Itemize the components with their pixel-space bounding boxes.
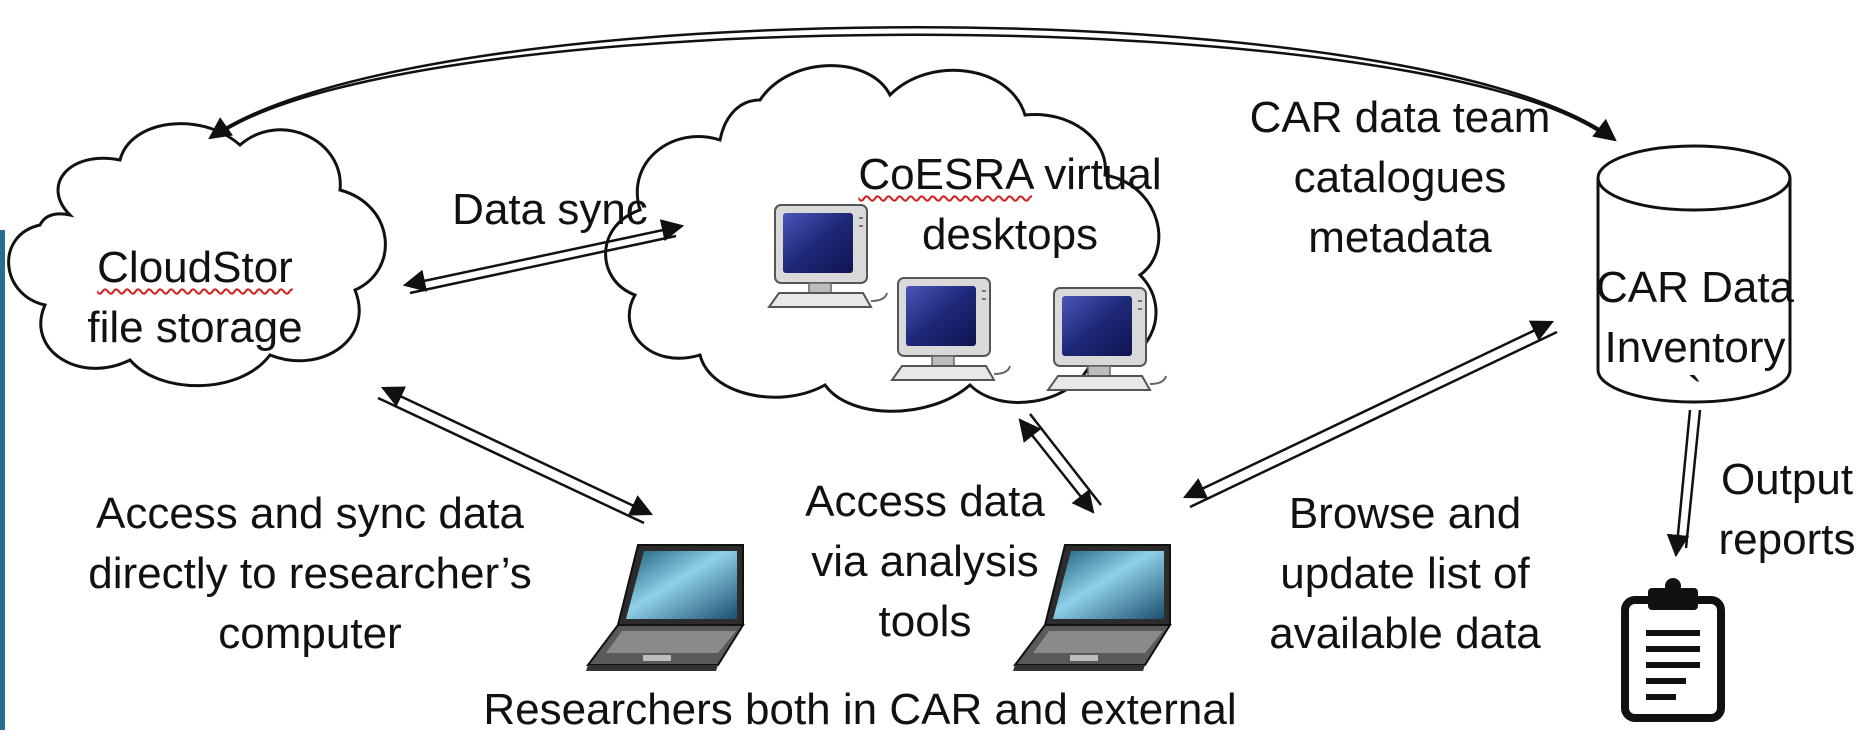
inventory-reports-arrow — [1666, 409, 1692, 558]
cloudstor-cloud — [7, 122, 387, 388]
output-reports-label: Output reports — [1718, 455, 1856, 564]
cloudstor-laptop-arrow — [380, 386, 654, 516]
cloudstor-name: CloudStor — [97, 243, 293, 292]
coesra-subtitle: desktops — [921, 210, 1099, 259]
access-tools-label: Access data via analysis tools — [805, 477, 1045, 646]
top-arc-arrow — [208, 26, 1617, 142]
access-sync-label: Access and sync data directly to researc… — [88, 489, 532, 658]
researchers-label: Researchers both in CAR and external — [483, 685, 1237, 734]
inventory-line1: CAR Data — [1595, 263, 1795, 312]
inventory-label: CAR Data Inventory ` — [1590, 258, 1800, 417]
data-sync-arrow — [402, 219, 685, 292]
inventory-database-icon — [1596, 144, 1792, 404]
coesra-name-rest: virtual — [1032, 150, 1162, 199]
catalogues-label: CAR data team catalogues metadata — [1249, 93, 1551, 262]
inventory-mark: ` — [1687, 368, 1703, 417]
cloudstor-label: CloudStor file storage — [80, 238, 310, 358]
coesra-laptop-arrow — [1018, 418, 1095, 514]
left-edge-accent-bar — [0, 230, 5, 730]
browse-label: Browse and update list of available data — [1269, 489, 1541, 658]
coesra-name: CoESRA — [858, 150, 1033, 199]
clipboard-icon — [1621, 578, 1725, 722]
cloudstor-subtitle: file storage — [87, 303, 303, 352]
researcher-laptop-icon — [585, 544, 744, 672]
inventory-line2: Inventory — [1604, 323, 1786, 372]
laptop-inventory-arrow — [1182, 320, 1555, 499]
data-sync-label: Data sync — [452, 185, 648, 234]
coesra-label: CoESRA virtual desktops — [850, 145, 1170, 265]
